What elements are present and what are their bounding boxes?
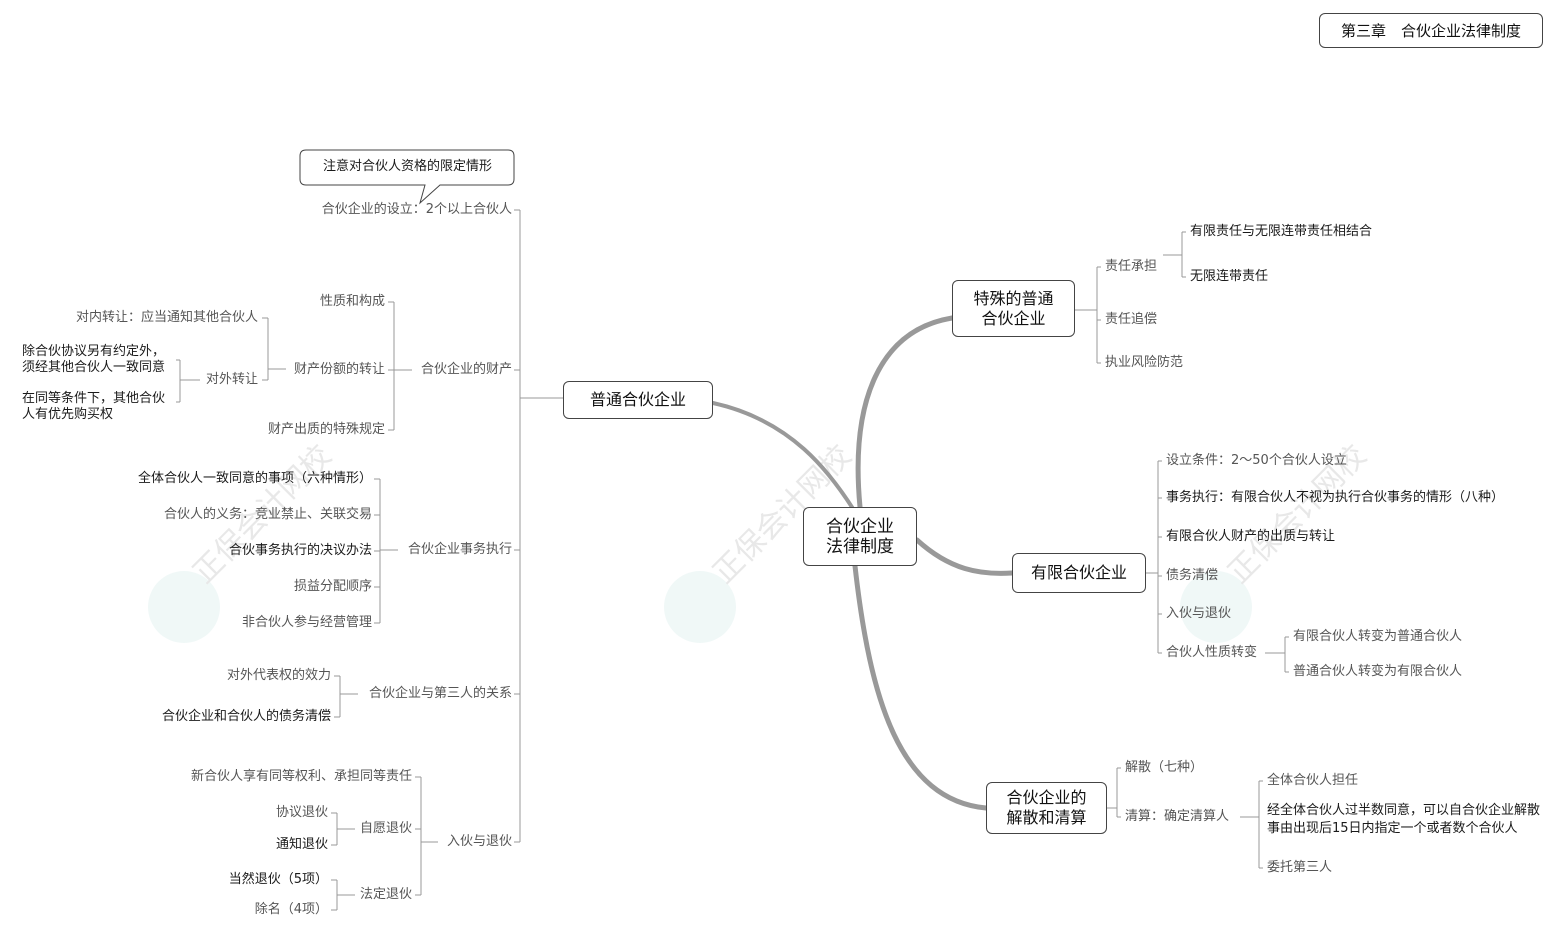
node-liability[interactable]: 责任承担: [1105, 259, 1158, 274]
node-voluntary-item[interactable]: 协议退伙: [275, 805, 328, 820]
chapter-title: 第三章 合伙企业法律制度: [1319, 13, 1543, 48]
node-establish[interactable]: 合伙企业的设立：2个以上合伙人: [321, 202, 512, 217]
node-third-party-item[interactable]: 合伙企业和合伙人的债务清偿: [161, 709, 331, 724]
node-liability-item[interactable]: 无限连带责任: [1190, 269, 1269, 284]
node-change-item[interactable]: 有限合伙人转变为普通合伙人: [1293, 629, 1463, 644]
node-limited-item[interactable]: 合伙人性质转变: [1166, 645, 1258, 660]
node-statutory-item[interactable]: 除名（4项）: [254, 902, 328, 917]
node-recourse[interactable]: 责任追偿: [1105, 312, 1158, 327]
node-limited-item[interactable]: 入伙与退伙: [1166, 606, 1232, 621]
node-pledge[interactable]: 财产出质的特殊规定: [267, 422, 385, 437]
node-affairs-item[interactable]: 全体合伙人一致同意的事项（六种情形）: [137, 471, 372, 486]
node-external-item[interactable]: 在同等条件下，其他合伙人有优先购买权: [22, 391, 166, 422]
node-affairs-item[interactable]: 损益分配顺序: [293, 579, 372, 594]
central-topic[interactable]: 合伙企业法律制度: [803, 507, 917, 566]
node-share-transfer[interactable]: 财产份额的转让: [293, 362, 385, 377]
central-topic-text: 合伙企业法律制度: [826, 516, 894, 557]
node-limited-item[interactable]: 设立条件：2～50个合伙人设立: [1166, 453, 1347, 468]
node-liquidator-item[interactable]: 委托第三人: [1267, 860, 1333, 875]
node-statutory-item[interactable]: 当然退伙（5项）: [228, 872, 328, 887]
callout-text: 注意对合伙人资格的限定情形: [323, 159, 493, 174]
topic-limited-partnership[interactable]: 有限合伙企业: [1012, 553, 1146, 593]
watermark-logo: [148, 571, 220, 643]
node-affairs-item[interactable]: 合伙事务执行的决议办法: [228, 543, 372, 558]
watermark-logo: [664, 571, 736, 643]
node-admission[interactable]: 入伙与退伙: [446, 834, 512, 849]
topic-label: 普通合伙企业: [589, 390, 686, 409]
node-third-party-item[interactable]: 对外代表权的效力: [226, 668, 331, 683]
topic-label: 有限合伙企业: [1030, 563, 1127, 582]
node-third-party[interactable]: 合伙企业与第三人的关系: [368, 686, 512, 701]
node-limited-item[interactable]: 有限合伙人财产的出质与转让: [1166, 529, 1336, 544]
node-internal-transfer[interactable]: 对内转让：应当通知其他合伙人: [75, 310, 258, 325]
topic-special-general-partnership[interactable]: 特殊的普通合伙企业: [952, 280, 1075, 337]
node-risk[interactable]: 执业风险防范: [1105, 355, 1184, 370]
node-dissolve[interactable]: 解散（七种）: [1125, 760, 1204, 775]
node-property[interactable]: 合伙企业的财产: [420, 362, 512, 377]
chapter-title-text: 第三章 合伙企业法律制度: [1340, 21, 1521, 40]
node-affairs-item[interactable]: 合伙人的义务：竞业禁止、关联交易: [163, 507, 372, 522]
node-liquidator-item[interactable]: 经全体合伙人过半数同意，可以自合伙企业解散事由出现后15日内指定一个或者数个合伙…: [1267, 803, 1541, 836]
topic-label: 特殊的普通合伙企业: [973, 288, 1054, 328]
node-liquidation[interactable]: 清算：确定清算人: [1125, 809, 1230, 824]
watermark-logo: [1180, 571, 1252, 643]
topic-label: 合伙企业的解散和清算: [1006, 788, 1087, 827]
node-limited-item[interactable]: 事务执行：有限合伙人不视为执行合伙事务的情形（八种）: [1166, 490, 1505, 505]
node-external-transfer[interactable]: 对外转让: [205, 372, 258, 387]
topic-general-partnership[interactable]: 普通合伙企业: [563, 381, 713, 419]
node-statutory[interactable]: 法定退伙: [359, 887, 412, 902]
node-liquidator-item[interactable]: 全体合伙人担任: [1267, 773, 1359, 788]
node-affairs-item[interactable]: 非合伙人参与经营管理: [241, 615, 372, 630]
node-external-item[interactable]: 除合伙协议另有约定外，须经其他合伙人一致同意: [22, 344, 166, 375]
node-change-item[interactable]: 普通合伙人转变为有限合伙人: [1293, 664, 1463, 679]
node-limited-item[interactable]: 债务清偿: [1166, 568, 1219, 583]
node-voluntary-item[interactable]: 通知退伙: [275, 837, 328, 852]
node-new-partner[interactable]: 新合伙人享有同等权利、承担同等责任: [190, 769, 412, 784]
topic-dissolution[interactable]: 合伙企业的解散和清算: [986, 782, 1107, 834]
node-liability-item[interactable]: 有限责任与无限连带责任相结合: [1190, 224, 1373, 239]
node-affairs[interactable]: 合伙企业事务执行: [407, 542, 512, 557]
callout-bubble: [299, 149, 515, 205]
node-nature[interactable]: 性质和构成: [319, 294, 385, 309]
node-voluntary[interactable]: 自愿退伙: [359, 821, 412, 836]
